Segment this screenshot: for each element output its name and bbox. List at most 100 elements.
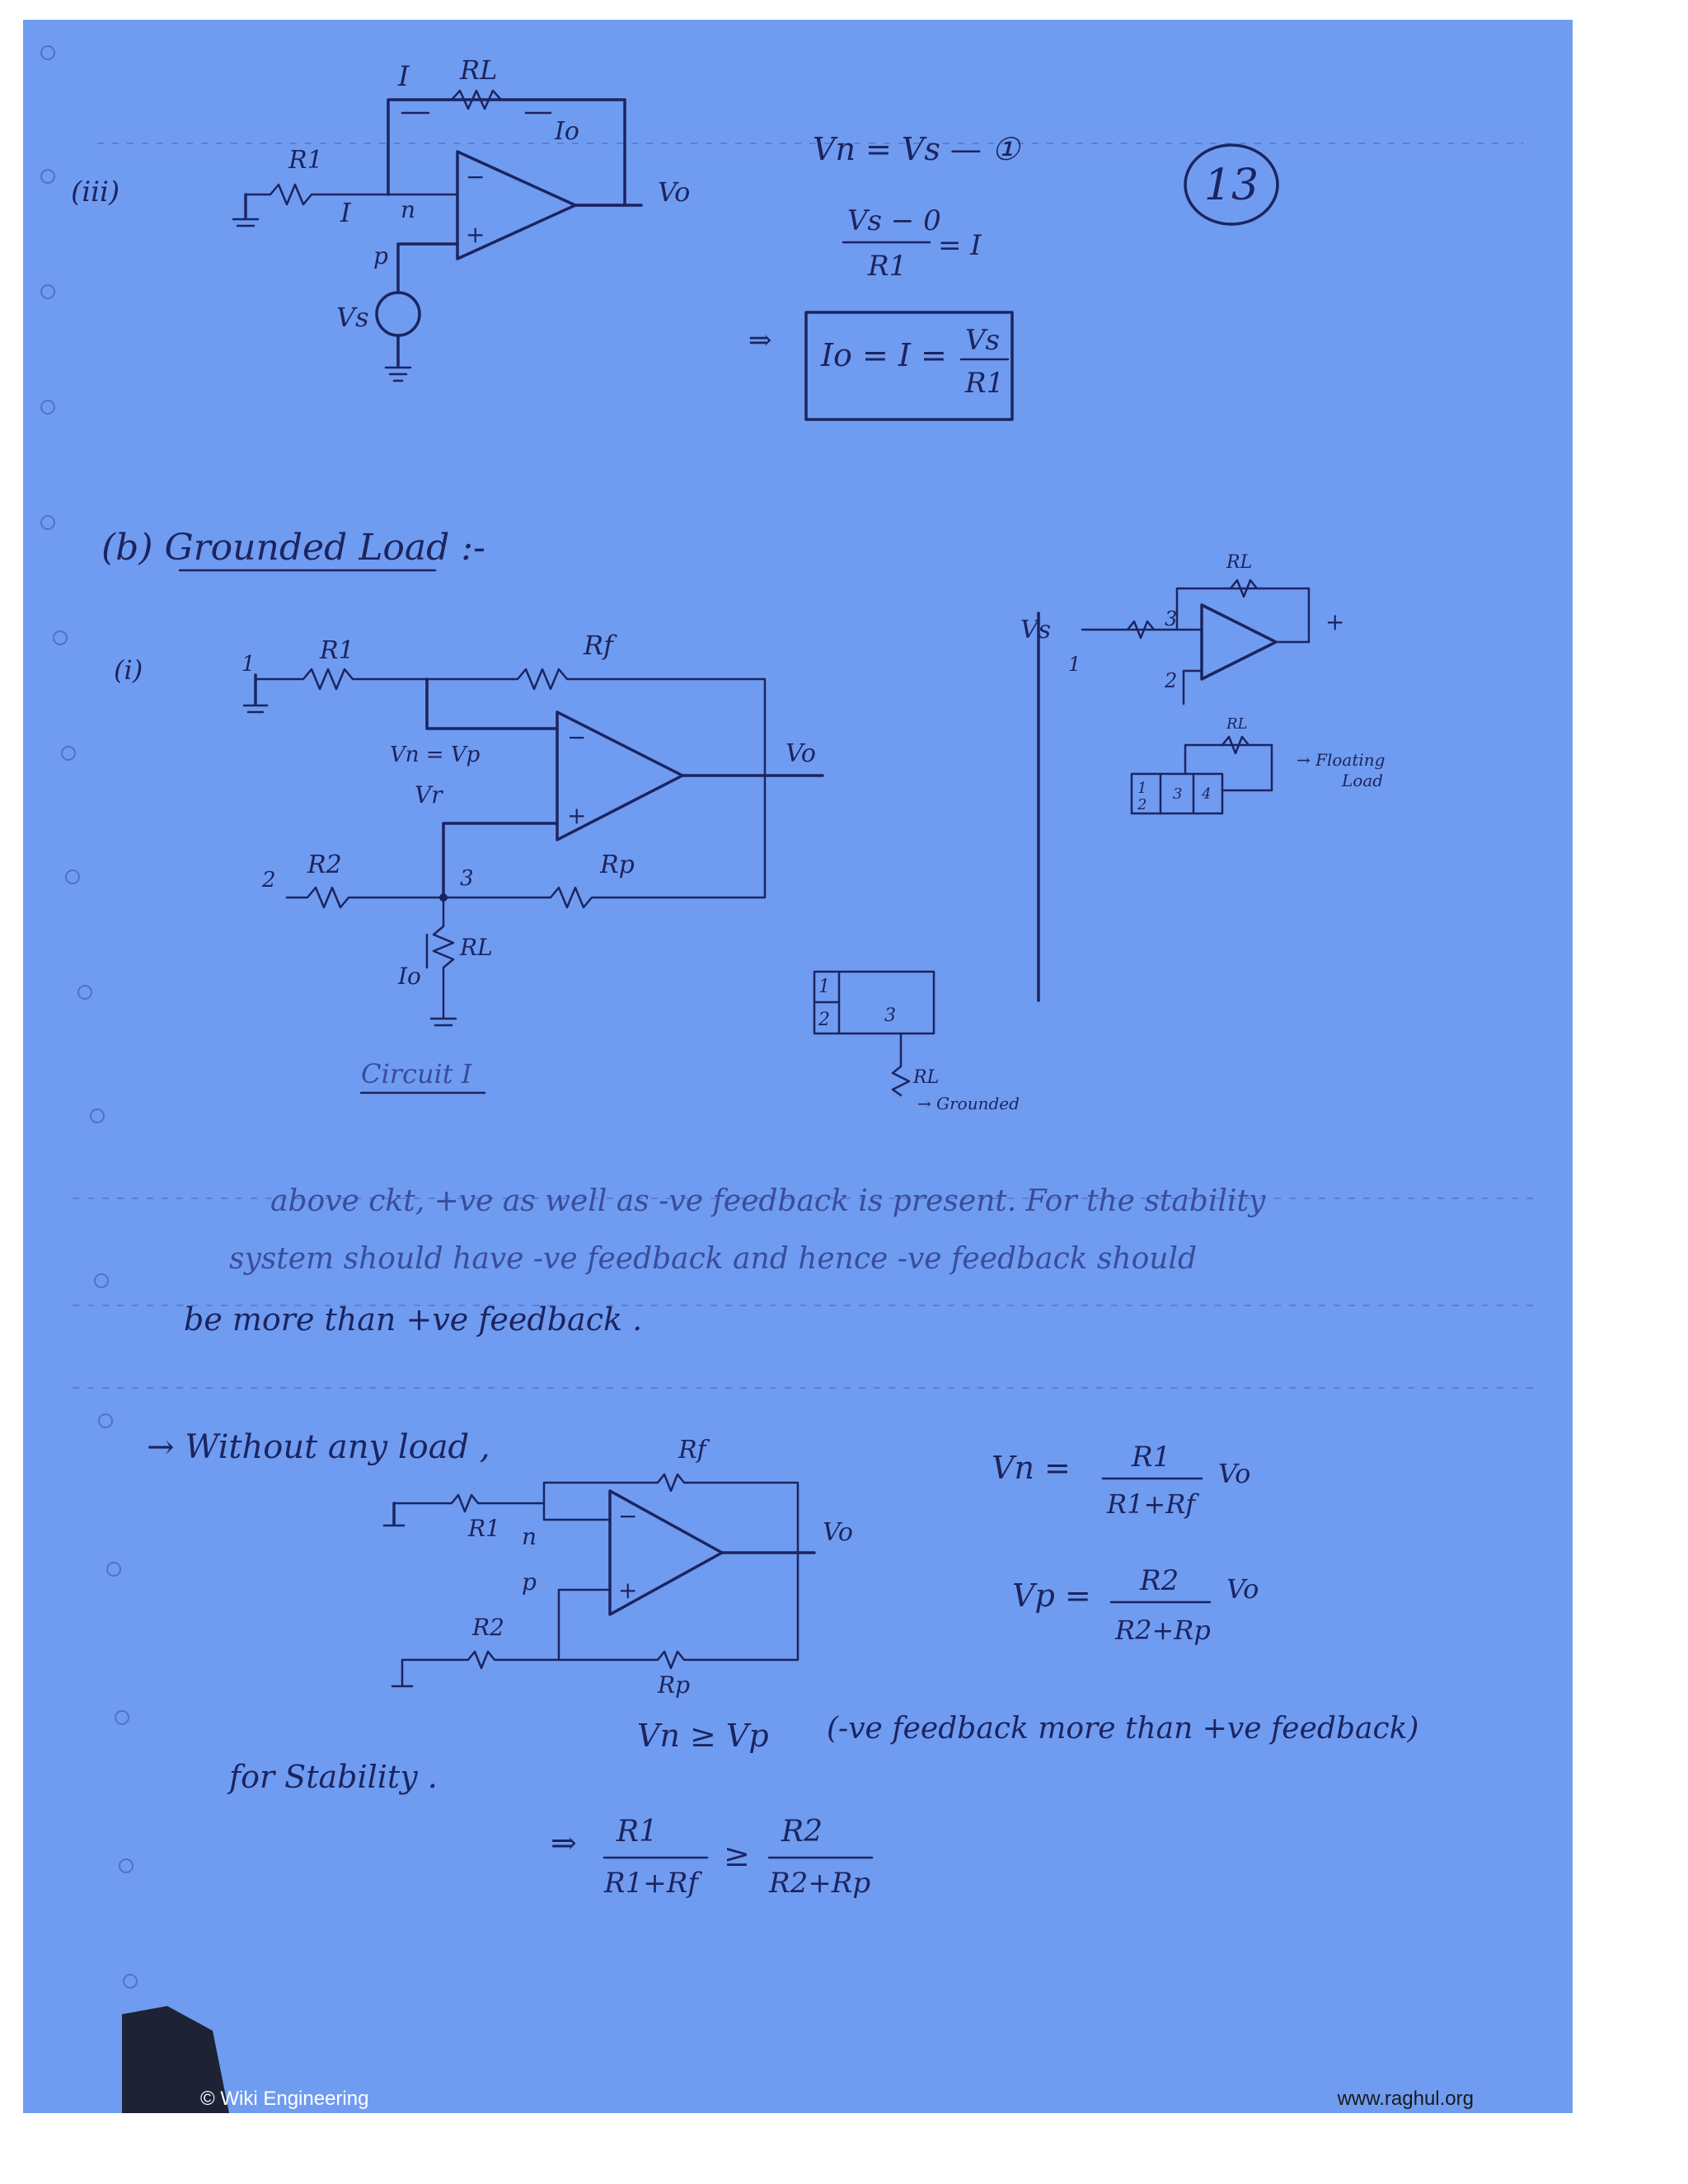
- svg-text:Vn = Vs — ①: Vn = Vs — ①: [813, 131, 1021, 167]
- svg-text:R2+Rp: R2+Rp: [768, 1867, 870, 1900]
- svg-text:+: +: [618, 1577, 637, 1604]
- svg-text:⇒: ⇒: [551, 1825, 577, 1861]
- margin-holes: [40, 45, 138, 1989]
- svg-text:Rp: Rp: [657, 1671, 690, 1699]
- svg-text:2: 2: [818, 1010, 830, 1030]
- side-circuit-sketch: Vs 1 2 3 RL +: [1020, 552, 1344, 705]
- page-corner-shadow: [122, 2006, 229, 2113]
- svg-text:+: +: [466, 221, 485, 248]
- svg-text:R2: R2: [1139, 1564, 1179, 1597]
- circuit-part-iii: (iii) − + I RL Io R1 I n p Vo Vs: [71, 54, 690, 382]
- footer-right: www.raghul.org: [1337, 2088, 1474, 2110]
- svg-text:RL: RL: [1226, 552, 1252, 573]
- svg-text:= I: = I: [938, 229, 982, 262]
- ruled-lines: [73, 143, 1540, 1389]
- svg-text:Vo: Vo: [1218, 1458, 1250, 1489]
- svg-text:Vp =: Vp =: [1012, 1577, 1091, 1614]
- notebook-page: 13 (iii) − + I RL Io R1 I n p V: [23, 20, 1573, 2113]
- svg-text:Io: Io: [554, 117, 579, 146]
- svg-text:n: n: [522, 1523, 537, 1550]
- svg-text:(i): (i): [114, 654, 143, 686]
- page-number: 13: [1184, 143, 1279, 226]
- svg-text:1: 1: [1068, 653, 1081, 676]
- svg-text:be more than +ve feedback .: be more than +ve feedback .: [184, 1301, 642, 1338]
- svg-text:system should have -ve feedbac: system should have -ve feedback and henc…: [229, 1242, 1197, 1276]
- circuit-I: (i) − + 1 R1 Rf Vn = Vp Vo Vr 2 R2 3: [114, 630, 824, 1094]
- svg-text:Io = I =: Io = I =: [820, 337, 947, 373]
- without-load-section: → Without any load , − + Rf R1 n p Vo R2…: [147, 1428, 1418, 1900]
- svg-text:−: −: [466, 163, 485, 190]
- svg-text:Load: Load: [1341, 771, 1383, 790]
- svg-text:R1: R1: [1131, 1441, 1170, 1474]
- svg-text:+: +: [1325, 608, 1344, 635]
- svg-text:3: 3: [884, 1005, 896, 1026]
- svg-text:R1: R1: [616, 1815, 658, 1849]
- footer-left: © Wiki Engineering: [200, 2088, 368, 2110]
- svg-text:→ Without any load ,: → Without any load ,: [147, 1428, 490, 1466]
- svg-text:R1: R1: [964, 367, 1004, 400]
- svg-text:Rf: Rf: [678, 1436, 710, 1465]
- svg-text:(b) Grounded Load :-: (b) Grounded Load :-: [101, 527, 485, 569]
- svg-text:(-ve feedback more than +ve fe: (-ve feedback more than +ve feedback): [827, 1712, 1418, 1746]
- svg-text:−: −: [567, 724, 586, 751]
- svg-text:above ckt, +ve as well as -ve: above ckt, +ve as well as -ve feedback i…: [270, 1184, 1266, 1218]
- svg-text:Vn = Vp: Vn = Vp: [390, 743, 481, 767]
- part-label: (iii): [71, 176, 120, 209]
- svg-text:≥: ≥: [724, 1837, 750, 1873]
- svg-text:R2: R2: [471, 1614, 504, 1641]
- svg-text:RL: RL: [1226, 715, 1248, 733]
- svg-text:−: −: [618, 1502, 637, 1530]
- svg-text:→ Floating: → Floating: [1296, 750, 1385, 770]
- svg-text:R2+Rp: R2+Rp: [1114, 1615, 1211, 1646]
- svg-text:3: 3: [1173, 785, 1182, 803]
- svg-text:3: 3: [460, 866, 474, 891]
- svg-text:1: 1: [1137, 780, 1146, 797]
- svg-text:p: p: [373, 242, 388, 269]
- svg-text:3: 3: [1165, 607, 1177, 630]
- svg-text:RL: RL: [459, 934, 493, 961]
- svg-text:R2: R2: [307, 851, 342, 879]
- svg-text:R1: R1: [288, 146, 323, 175]
- svg-text:R1: R1: [319, 636, 354, 665]
- svg-text:2: 2: [1137, 796, 1146, 813]
- svg-text:Io: Io: [397, 963, 421, 990]
- svg-text:1: 1: [241, 652, 256, 677]
- svg-text:4: 4: [1201, 785, 1211, 803]
- section-b-heading: (b) Grounded Load :-: [101, 527, 485, 572]
- svg-text:R1: R1: [867, 250, 907, 283]
- svg-text:Vo: Vo: [823, 1518, 853, 1547]
- svg-text:R1: R1: [467, 1515, 500, 1542]
- svg-text:I: I: [397, 60, 410, 93]
- svg-text:Vs: Vs: [1020, 616, 1051, 644]
- svg-text:for Stability .: for Stability .: [227, 1759, 438, 1795]
- svg-text:Vs − 0: Vs − 0: [847, 204, 941, 237]
- circuit-caption: Circuit I: [361, 1058, 473, 1090]
- svg-text:Vo: Vo: [785, 739, 816, 768]
- svg-text:→ Grounded: → Grounded: [917, 1094, 1020, 1113]
- equations-part-iii: Vn = Vs — ① Vs − 0 R1 = I ⇒ Io = I = Vs …: [748, 131, 1021, 421]
- svg-text:R1+Rf: R1+Rf: [603, 1867, 702, 1900]
- svg-text:n: n: [401, 196, 415, 223]
- svg-text:Vr: Vr: [415, 781, 443, 808]
- svg-text:I: I: [340, 197, 352, 228]
- floating-load-block: 1 2 3 4 RL → Floating Load: [1130, 715, 1385, 815]
- svg-text:⇒: ⇒: [748, 324, 772, 357]
- svg-text:Vo: Vo: [658, 176, 690, 208]
- svg-text:Vn =: Vn =: [992, 1450, 1071, 1486]
- svg-text:Rp: Rp: [599, 851, 635, 879]
- svg-text:+: +: [567, 802, 586, 829]
- svg-text:Vn ≥ Vp: Vn ≥ Vp: [637, 1718, 769, 1754]
- svg-text:Vs: Vs: [965, 324, 1000, 357]
- svg-text:R2: R2: [781, 1815, 823, 1849]
- svg-text:RL: RL: [459, 54, 497, 86]
- stability-paragraph: above ckt, +ve as well as -ve feedback i…: [184, 1184, 1266, 1338]
- svg-text:Rf: Rf: [583, 630, 617, 661]
- svg-text:2: 2: [261, 868, 276, 893]
- svg-text:Vs: Vs: [336, 302, 369, 333]
- svg-text:1: 1: [818, 977, 830, 997]
- svg-text:p: p: [522, 1568, 537, 1596]
- svg-text:R1+Rf: R1+Rf: [1106, 1488, 1199, 1520]
- svg-text:2: 2: [1164, 669, 1177, 692]
- svg-text:Vo: Vo: [1226, 1573, 1259, 1605]
- handwritten-notes: 13 (iii) − + I RL Io R1 I n p V: [40, 45, 1540, 2113]
